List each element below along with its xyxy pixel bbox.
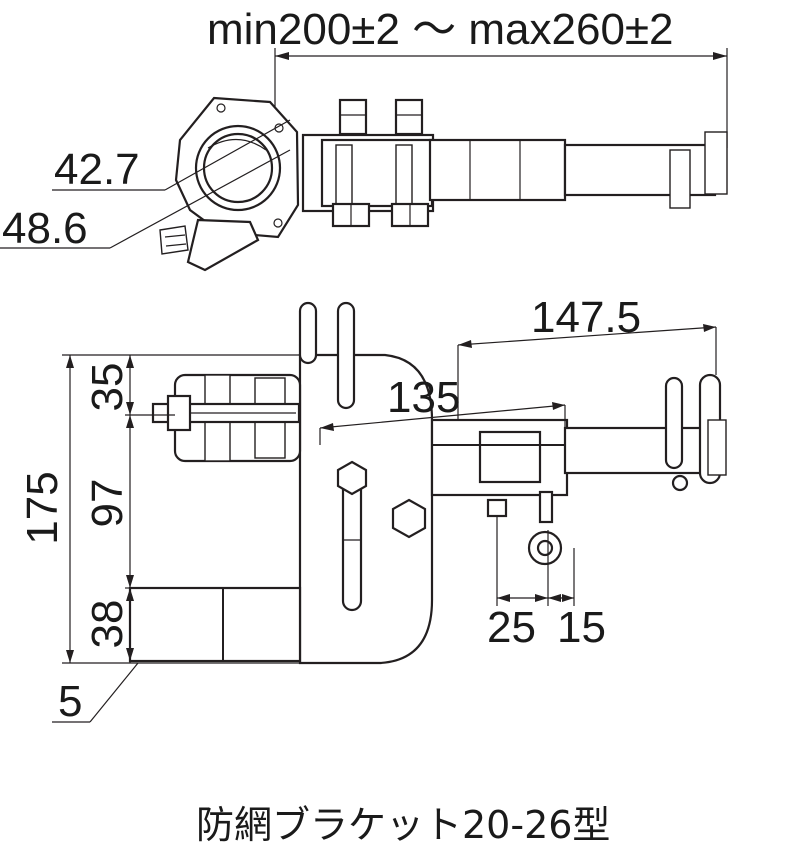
arm-short-dimension: 135 <box>319 373 566 445</box>
eye-gap-label: 15 <box>557 603 606 652</box>
offset-label: 5 <box>58 677 82 726</box>
drawing-title: 防網ブラケット20-26型 <box>196 803 610 847</box>
pipe-diameter-leaders: 42.7 48.6 <box>0 119 291 253</box>
arm-long-dimension: 147.5 <box>457 293 717 420</box>
clamp-front <box>128 373 302 663</box>
height-dimensions: 175 35 97 38 5 <box>18 354 300 726</box>
bracket-assembly-top <box>301 98 435 228</box>
total-height-label: 175 <box>18 471 67 544</box>
bottom-section-label: 38 <box>83 600 132 649</box>
span-dimension: min200±2 ～ max260±2 <box>207 5 728 160</box>
main-plate <box>298 301 434 665</box>
bolt-gap-label: 25 <box>487 603 536 652</box>
pipe-outer-label: 48.6 <box>2 204 88 253</box>
bolt-gap-dimensions: 25 15 <box>487 516 606 652</box>
span-label: min200±2 ～ max260±2 <box>207 5 674 54</box>
side-bracket <box>430 373 727 566</box>
arm-tubes-top <box>428 131 728 209</box>
top-section-label: 35 <box>83 363 132 412</box>
arm-long-label: 147.5 <box>531 293 641 342</box>
arm-short-label: 135 <box>387 373 460 422</box>
mid-section-label: 97 <box>83 479 132 528</box>
clamp-body <box>159 96 300 272</box>
front-view: 147.5 135 175 <box>18 293 727 726</box>
pipe-inner-label: 42.7 <box>54 145 140 194</box>
top-view: min200±2 ～ max260±2 42.7 48.6 <box>0 5 728 272</box>
